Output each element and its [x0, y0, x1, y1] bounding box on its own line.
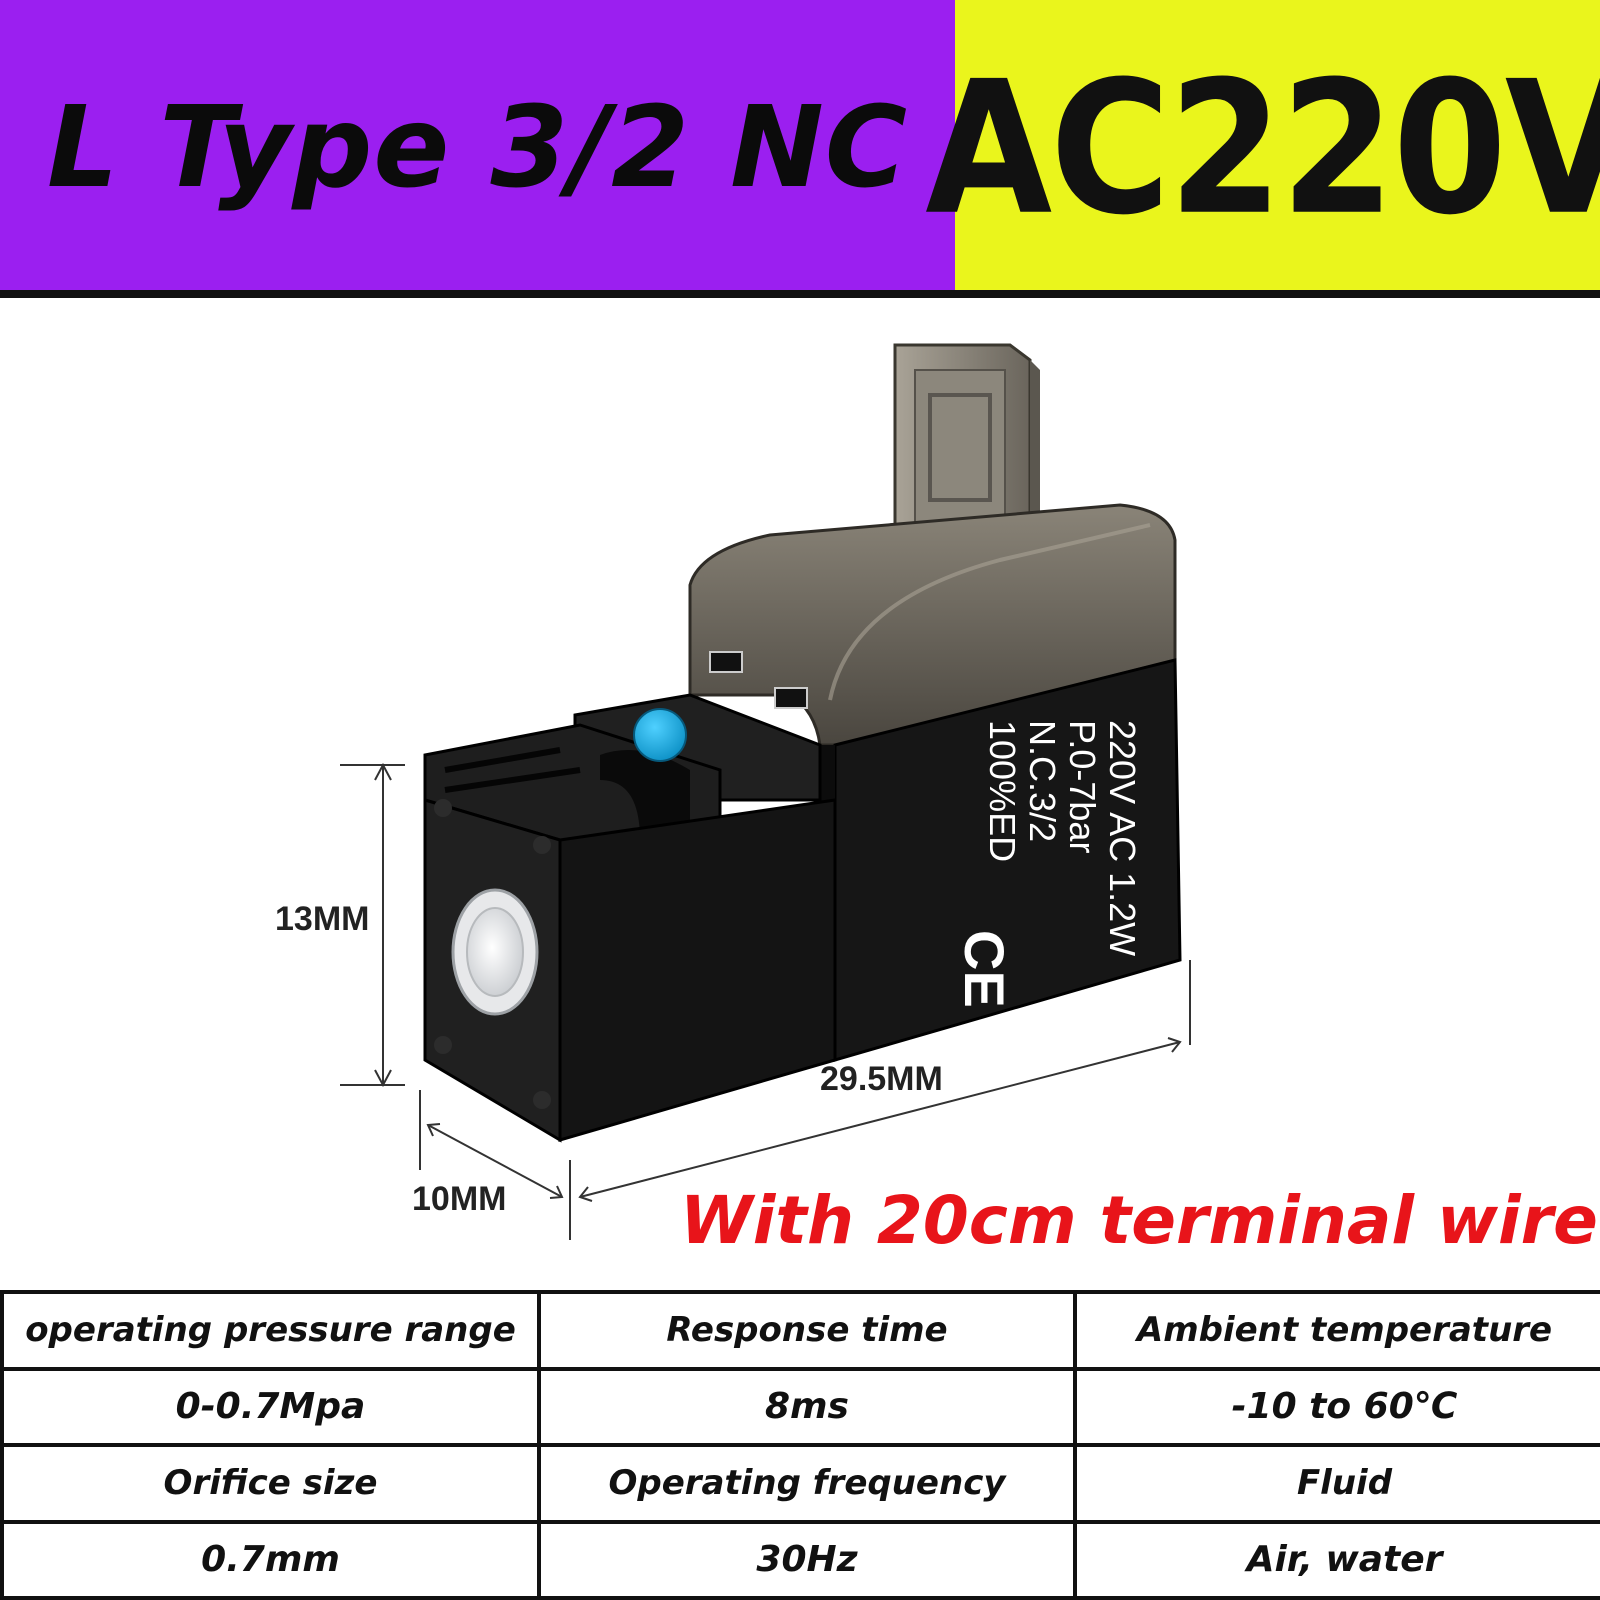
connector-cover	[893, 343, 1040, 550]
spec-header-fluid: Fluid	[1073, 1443, 1600, 1524]
spec-value-pressure: 0-0.7Mpa	[0, 1366, 541, 1447]
spec-value-frequency: 30Hz	[537, 1519, 1077, 1600]
height-dimension-label: 13MM	[275, 900, 370, 938]
coil-label: 220V AC 1.2W P.0-7bar N.C.3/2 100%ED CE	[953, 720, 1143, 1008]
table-row: Orifice size Operating frequency Fluid	[0, 1443, 1600, 1524]
terminal-slot-2	[774, 687, 808, 709]
spec-header-temperature: Ambient temperature	[1073, 1290, 1600, 1371]
coil-label-line-3: N.C.3/2	[1022, 720, 1063, 842]
dimension-lines	[340, 762, 1191, 1240]
coil-label-line-4: 100%ED	[982, 720, 1023, 862]
product-image: 220V AC 1.2W P.0-7bar N.C.3/2 100%ED CE	[0, 300, 1600, 1280]
table-row: 0-0.7Mpa 8ms -10 to 60℃	[0, 1366, 1600, 1447]
length-dimension-label: 29.5MM	[820, 1060, 943, 1098]
ce-mark: CE	[953, 930, 1016, 1008]
specifications-table: operating pressure range Response time A…	[0, 1290, 1600, 1600]
voltage-banner: AC220V	[925, 0, 1600, 296]
header-banner: L Type 3/2 NC AC220V	[0, 0, 1600, 298]
spec-header-orifice: Orifice size	[0, 1443, 541, 1524]
spec-header-pressure: operating pressure range	[0, 1290, 541, 1371]
spec-value-fluid: Air, water	[1073, 1519, 1600, 1600]
solenoid-valve-illustration: 220V AC 1.2W P.0-7bar N.C.3/2 100%ED CE	[340, 343, 1191, 1240]
spec-header-response: Response time	[537, 1290, 1077, 1371]
model-title: L Type 3/2 NC	[46, 83, 909, 213]
valve-block	[423, 693, 837, 1143]
table-row: 0.7mm 30Hz Air, water	[0, 1519, 1600, 1600]
terminal-wire-note: With 20cm terminal wire	[680, 1182, 1598, 1259]
model-banner: L Type 3/2 NC	[0, 0, 955, 296]
spec-header-frequency: Operating frequency	[537, 1443, 1077, 1524]
banner-divider	[0, 290, 1600, 298]
spec-value-orifice: 0.7mm	[0, 1519, 541, 1600]
terminal-slot-1	[709, 651, 743, 673]
coil-label-line-1: 220V AC 1.2W	[1102, 720, 1143, 956]
voltage-title: AC220V	[925, 41, 1600, 255]
manual-override-button	[633, 708, 687, 762]
spec-value-response: 8ms	[537, 1366, 1077, 1447]
coil-cap	[688, 503, 1177, 747]
spec-value-temperature: -10 to 60℃	[1073, 1366, 1600, 1447]
width-dimension-label: 10MM	[412, 1180, 507, 1218]
coil-label-line-2: P.0-7bar	[1062, 720, 1103, 853]
table-row: operating pressure range Response time A…	[0, 1290, 1600, 1371]
